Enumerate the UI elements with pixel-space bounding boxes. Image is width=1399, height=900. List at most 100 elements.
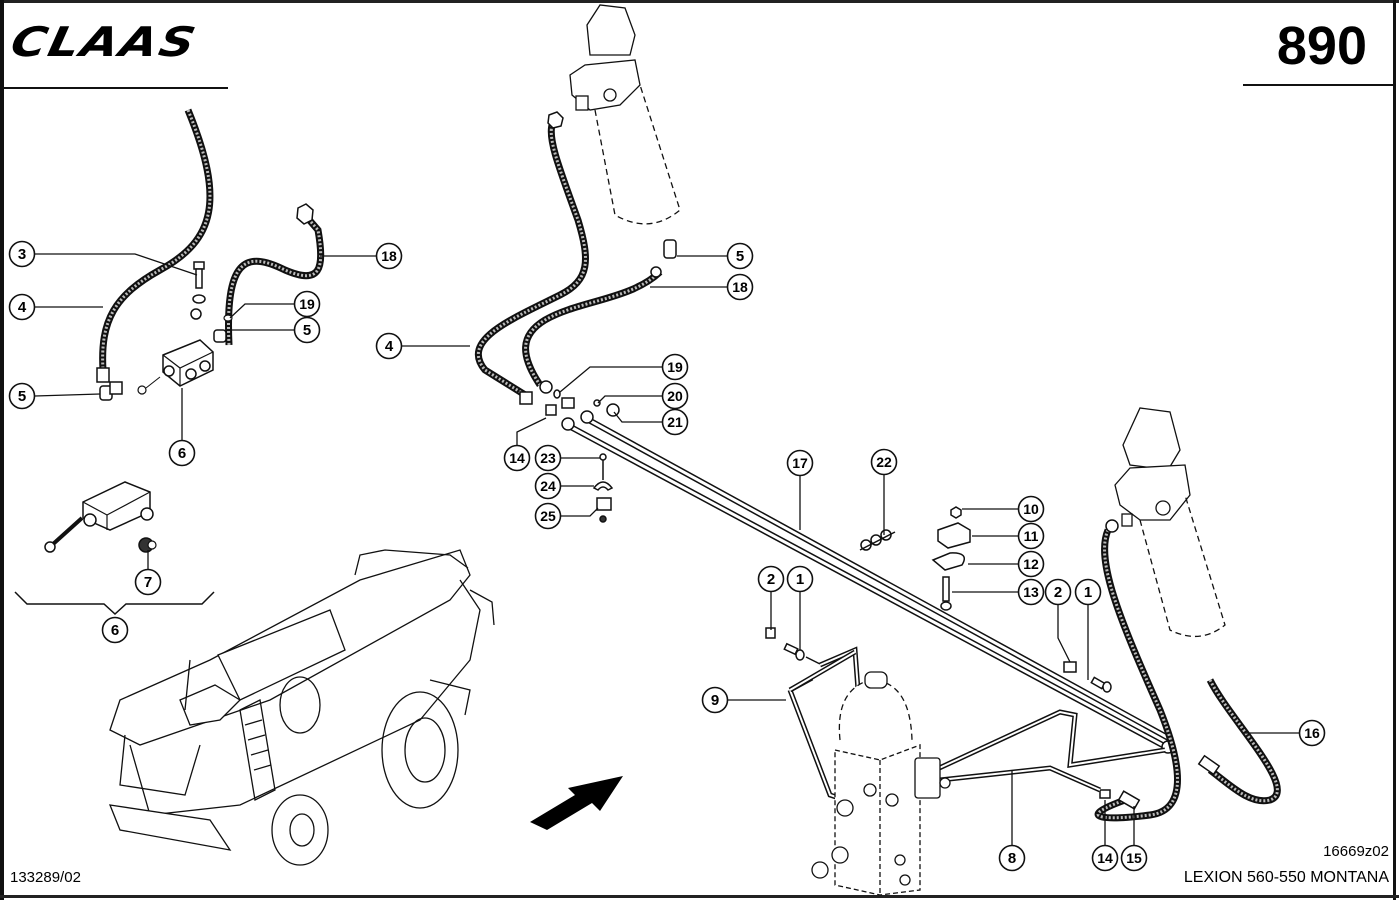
callout-circle xyxy=(1091,844,1119,872)
elbow-fitting-5-left xyxy=(99,314,233,401)
callout-circle xyxy=(1120,844,1148,872)
clip-22 xyxy=(859,529,896,551)
callout-label: 22 xyxy=(876,454,892,470)
valve-block-6 xyxy=(137,339,214,395)
callout-bubble-25: 25 xyxy=(534,502,562,530)
callout-circle xyxy=(503,444,531,472)
callout-circle xyxy=(998,844,1026,872)
clamp-10-13 xyxy=(931,506,971,611)
callout-label: 20 xyxy=(667,388,683,404)
callout-circle xyxy=(701,686,729,714)
callout-label: 13 xyxy=(1023,584,1039,600)
callout-circle xyxy=(1017,550,1045,578)
callout-bubble-23: 23 xyxy=(534,444,562,472)
callout-label: 1 xyxy=(796,571,804,588)
callout-bubble-9: 9 xyxy=(701,686,729,714)
callout-circle xyxy=(786,449,814,477)
hose-4-center xyxy=(475,111,589,405)
callout-label: 2 xyxy=(767,571,775,588)
callout-bubble-21: 21 xyxy=(661,408,689,436)
callout-circle xyxy=(726,273,754,301)
callout-bubble-13: 13 xyxy=(1017,578,1045,606)
callout-circle xyxy=(1017,578,1045,606)
callout-circle xyxy=(1074,578,1102,606)
frame-border-left xyxy=(0,0,4,900)
leader-lines xyxy=(34,253,1299,845)
callout-label: 25 xyxy=(540,508,556,524)
callout-label: 8 xyxy=(1008,850,1016,867)
callout-bubble-19: 19 xyxy=(661,353,689,381)
callout-circle xyxy=(293,290,321,318)
bolt-3 xyxy=(190,261,206,320)
callout-bubble-15: 15 xyxy=(1120,844,1148,872)
drawing-number: 133289/02 xyxy=(10,869,81,886)
callout-bubble-2: 2 xyxy=(1044,578,1072,606)
callout-circle xyxy=(870,448,898,476)
fittings-cluster xyxy=(545,389,620,417)
callout-circle xyxy=(534,502,562,530)
callout-circle xyxy=(1044,578,1072,606)
callout-circle xyxy=(1017,522,1045,550)
illustration-reference: 16669z02 xyxy=(1323,843,1389,860)
callout-bubble-24: 24 xyxy=(534,472,562,500)
callout-circle xyxy=(168,439,196,467)
callout-circle xyxy=(375,242,403,270)
callout-circle xyxy=(661,382,689,410)
machine-model: LEXION 560-550 MONTANA xyxy=(1183,869,1389,886)
callout-label: 6 xyxy=(178,445,186,462)
callout-bubble-7: 7 xyxy=(134,568,162,596)
callout-label: 19 xyxy=(667,359,683,375)
callout-label: 12 xyxy=(1023,556,1039,572)
callout-label: 24 xyxy=(540,478,556,494)
bracket-group-6 xyxy=(14,591,215,616)
callout-bubble-6: 6 xyxy=(168,439,196,467)
frame-border-bottom xyxy=(0,895,1399,898)
callout-bubble-16: 16 xyxy=(1298,719,1326,747)
header-rule-right xyxy=(1243,84,1393,86)
callout-bubble-14: 14 xyxy=(1091,844,1119,872)
callout-label: 5 xyxy=(736,248,744,265)
callout-circle xyxy=(8,240,36,268)
callout-circle xyxy=(8,293,36,321)
callout-label: 6 xyxy=(111,622,119,639)
callout-label: 4 xyxy=(18,299,27,316)
callout-bubble-11: 11 xyxy=(1017,522,1045,550)
callout-bubble-1: 1 xyxy=(786,565,814,593)
callout-label: 2 xyxy=(1054,584,1062,601)
callout-circle xyxy=(8,382,36,410)
callout-bubble-5: 5 xyxy=(726,242,754,270)
frame-border-right xyxy=(1393,0,1396,900)
callout-label: 3 xyxy=(18,246,26,263)
callout-bubble-17: 17 xyxy=(786,449,814,477)
page-number: 890 xyxy=(1276,16,1367,76)
callout-circle xyxy=(534,472,562,500)
callout-label: 16 xyxy=(1304,725,1320,741)
direction-arrow xyxy=(530,776,623,830)
bolt-clip-1-2-center xyxy=(765,627,1112,693)
callout-circle xyxy=(661,408,689,436)
callout-bubble-8: 8 xyxy=(998,844,1026,872)
callout-label: 14 xyxy=(1097,850,1113,866)
callout-circle xyxy=(1298,719,1326,747)
callout-bubble-5: 5 xyxy=(293,316,321,344)
clamp-assembly xyxy=(592,453,614,523)
callout-label: 21 xyxy=(667,414,683,430)
callout-circle xyxy=(534,444,562,472)
combine-harvester-outline xyxy=(108,549,495,866)
callout-circle xyxy=(375,332,403,360)
callout-bubble-22: 22 xyxy=(870,448,898,476)
callout-label: 15 xyxy=(1126,850,1142,866)
callout-bubble-18: 18 xyxy=(726,273,754,301)
callout-label: 10 xyxy=(1023,501,1039,517)
callout-circle xyxy=(101,616,129,644)
tube-17 xyxy=(561,410,1175,754)
accumulator-right xyxy=(1114,407,1226,637)
callout-bubble-2: 2 xyxy=(757,565,785,593)
callout-bubble-6: 6 xyxy=(101,616,129,644)
callout-label: 18 xyxy=(732,279,748,295)
callout-label: 4 xyxy=(385,338,394,355)
callout-label: 17 xyxy=(792,455,808,471)
callout-circle xyxy=(661,353,689,381)
